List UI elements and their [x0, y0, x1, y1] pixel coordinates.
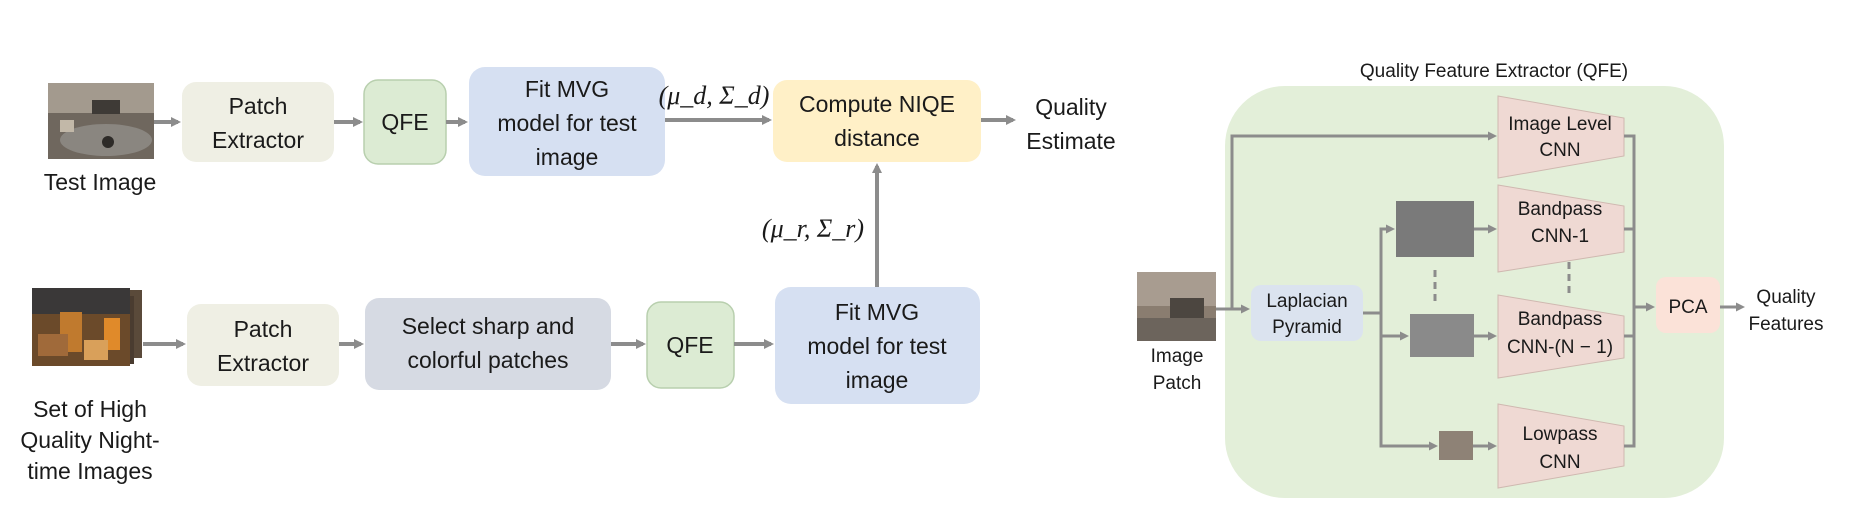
bandpass-cnn-1-label: Bandpass	[1518, 199, 1603, 220]
pca-label: PCA	[1668, 297, 1707, 318]
svg-text:Pyramid: Pyramid	[1272, 317, 1342, 338]
lowpass-cnn-label-line2: CNN	[1539, 452, 1580, 473]
top-fit-mvg-label-line3: image	[536, 144, 599, 170]
laplacian-pyramid-label: Laplacian	[1266, 291, 1347, 312]
bandpass-level-1-thumbnail	[1396, 201, 1474, 257]
svg-text:CNN: CNN	[1539, 452, 1580, 473]
svg-text:Extractor: Extractor	[217, 350, 309, 376]
reference-images-label-line3: time Images	[27, 458, 152, 484]
bandpass-level-n-thumbnail	[1410, 314, 1474, 357]
reference-images-label: Set of High	[33, 396, 147, 422]
svg-text:Compute NIQE: Compute NIQE	[799, 91, 955, 117]
reference-images-stack	[32, 288, 142, 366]
top-fit-mvg-label: Fit MVG	[525, 76, 609, 102]
select-patches-box	[365, 298, 611, 390]
svg-text:CNN: CNN	[1539, 140, 1580, 161]
svg-text:Fit MVG: Fit MVG	[835, 299, 919, 325]
svg-text:model for test: model for test	[497, 110, 637, 136]
qfe-detail-title: Quality Feature Extractor (QFE)	[1360, 61, 1628, 82]
image-level-cnn-label: Image Level	[1508, 114, 1612, 135]
compute-niqe-box	[773, 80, 981, 162]
svg-text:Patch: Patch	[234, 316, 293, 342]
quality-estimate-label-line2: Estimate	[1026, 128, 1115, 154]
svg-text:CNN-(N − 1): CNN-(N − 1)	[1507, 337, 1613, 358]
qfe-panel	[1225, 86, 1724, 498]
quality-features-label-line2: Features	[1749, 314, 1824, 335]
reference-mvg-params: (μ_r, Σ_r)	[762, 214, 864, 243]
image-patch-label-line2: Patch	[1153, 373, 1202, 394]
laplacian-pyramid-box	[1251, 285, 1363, 341]
top-patch-extractor-label: Patch	[229, 93, 288, 119]
lowpass-cnn-box	[1497, 403, 1625, 489]
image-level-cnn-label-line2: CNN	[1539, 140, 1580, 161]
svg-text:Patch: Patch	[229, 93, 288, 119]
bandpass-cnn-1-box	[1497, 184, 1625, 273]
bottom-patch-extractor-label: Patch	[234, 316, 293, 342]
lowpass-level-thumbnail	[1439, 431, 1473, 460]
top-fit-mvg-box	[469, 67, 665, 176]
bandpass-cnn-n-label-line2: CNN-(N − 1)	[1507, 337, 1613, 358]
image-patch-thumbnail	[1137, 272, 1216, 341]
lowpass-cnn-label: Lowpass	[1523, 424, 1598, 445]
test-image-thumbnail	[48, 83, 154, 159]
quality-features-label: Quality	[1756, 287, 1816, 308]
bottom-fit-mvg-box	[775, 287, 980, 404]
svg-text:Estimate: Estimate	[1026, 128, 1115, 154]
svg-text:Extractor: Extractor	[212, 127, 304, 153]
top-qfe-label: QFE	[381, 109, 428, 135]
top-fit-mvg-label-line2: model for test	[497, 110, 637, 136]
image-patch-label: Image	[1151, 346, 1204, 367]
bandpass-cnn-n-label: Bandpass	[1518, 309, 1603, 330]
bandpass-cnn-n-box	[1497, 294, 1625, 379]
bottom-fit-mvg-label: Fit MVG	[835, 299, 919, 325]
top-patch-extractor-label-line2: Extractor	[212, 127, 304, 153]
svg-text:Quality Night-: Quality Night-	[20, 427, 159, 453]
svg-text:model for test: model for test	[807, 333, 947, 359]
laplacian-pyramid-label-line2: Pyramid	[1272, 317, 1342, 338]
svg-text:Patch: Patch	[1153, 373, 1202, 394]
svg-text:Image: Image	[1151, 346, 1204, 367]
bandpass-cnn-1-label-line2: CNN-1	[1531, 226, 1589, 247]
svg-text:Quality: Quality	[1756, 287, 1816, 308]
svg-text:Fit MVG: Fit MVG	[525, 76, 609, 102]
svg-text:Quality: Quality	[1035, 94, 1107, 120]
quality-estimate-label: Quality	[1035, 94, 1107, 120]
svg-text:time Images: time Images	[27, 458, 152, 484]
svg-text:Features: Features	[1749, 314, 1824, 335]
svg-text:Select sharp and: Select sharp and	[402, 313, 575, 339]
compute-niqe-label-line2: distance	[834, 125, 920, 151]
svg-text:Laplacian: Laplacian	[1266, 291, 1347, 312]
svg-text:Bandpass: Bandpass	[1518, 199, 1603, 220]
bottom-patch-extractor-box	[187, 304, 339, 386]
image-level-cnn-box	[1497, 95, 1625, 179]
pca-box	[1656, 277, 1720, 333]
select-patches-label: Select sharp and	[402, 313, 575, 339]
svg-text:colorful patches: colorful patches	[407, 347, 568, 373]
svg-text:CNN-1: CNN-1	[1531, 226, 1589, 247]
bottom-fit-mvg-label-line3: image	[846, 367, 909, 393]
test-image-label: Test Image	[44, 169, 157, 195]
svg-text:image: image	[846, 367, 909, 393]
bottom-patch-extractor-label-line2: Extractor	[217, 350, 309, 376]
pipeline-arrows	[143, 115, 1016, 349]
select-patches-label-line2: colorful patches	[407, 347, 568, 373]
svg-text:distance: distance	[834, 125, 920, 151]
reference-images-label-line2: Quality Night-	[20, 427, 159, 453]
test-mvg-params: (μ_d, Σ_d)	[659, 81, 770, 110]
top-patch-extractor-box	[182, 82, 334, 162]
compute-niqe-label: Compute NIQE	[799, 91, 955, 117]
svg-text:Bandpass: Bandpass	[1518, 309, 1603, 330]
svg-text:Lowpass: Lowpass	[1523, 424, 1598, 445]
svg-text:Image Level: Image Level	[1508, 114, 1612, 135]
bottom-qfe-label: QFE	[666, 332, 713, 358]
qfe-arrows	[1216, 131, 1745, 451]
svg-text:image: image	[536, 144, 599, 170]
bottom-fit-mvg-label-line2: model for test	[807, 333, 947, 359]
